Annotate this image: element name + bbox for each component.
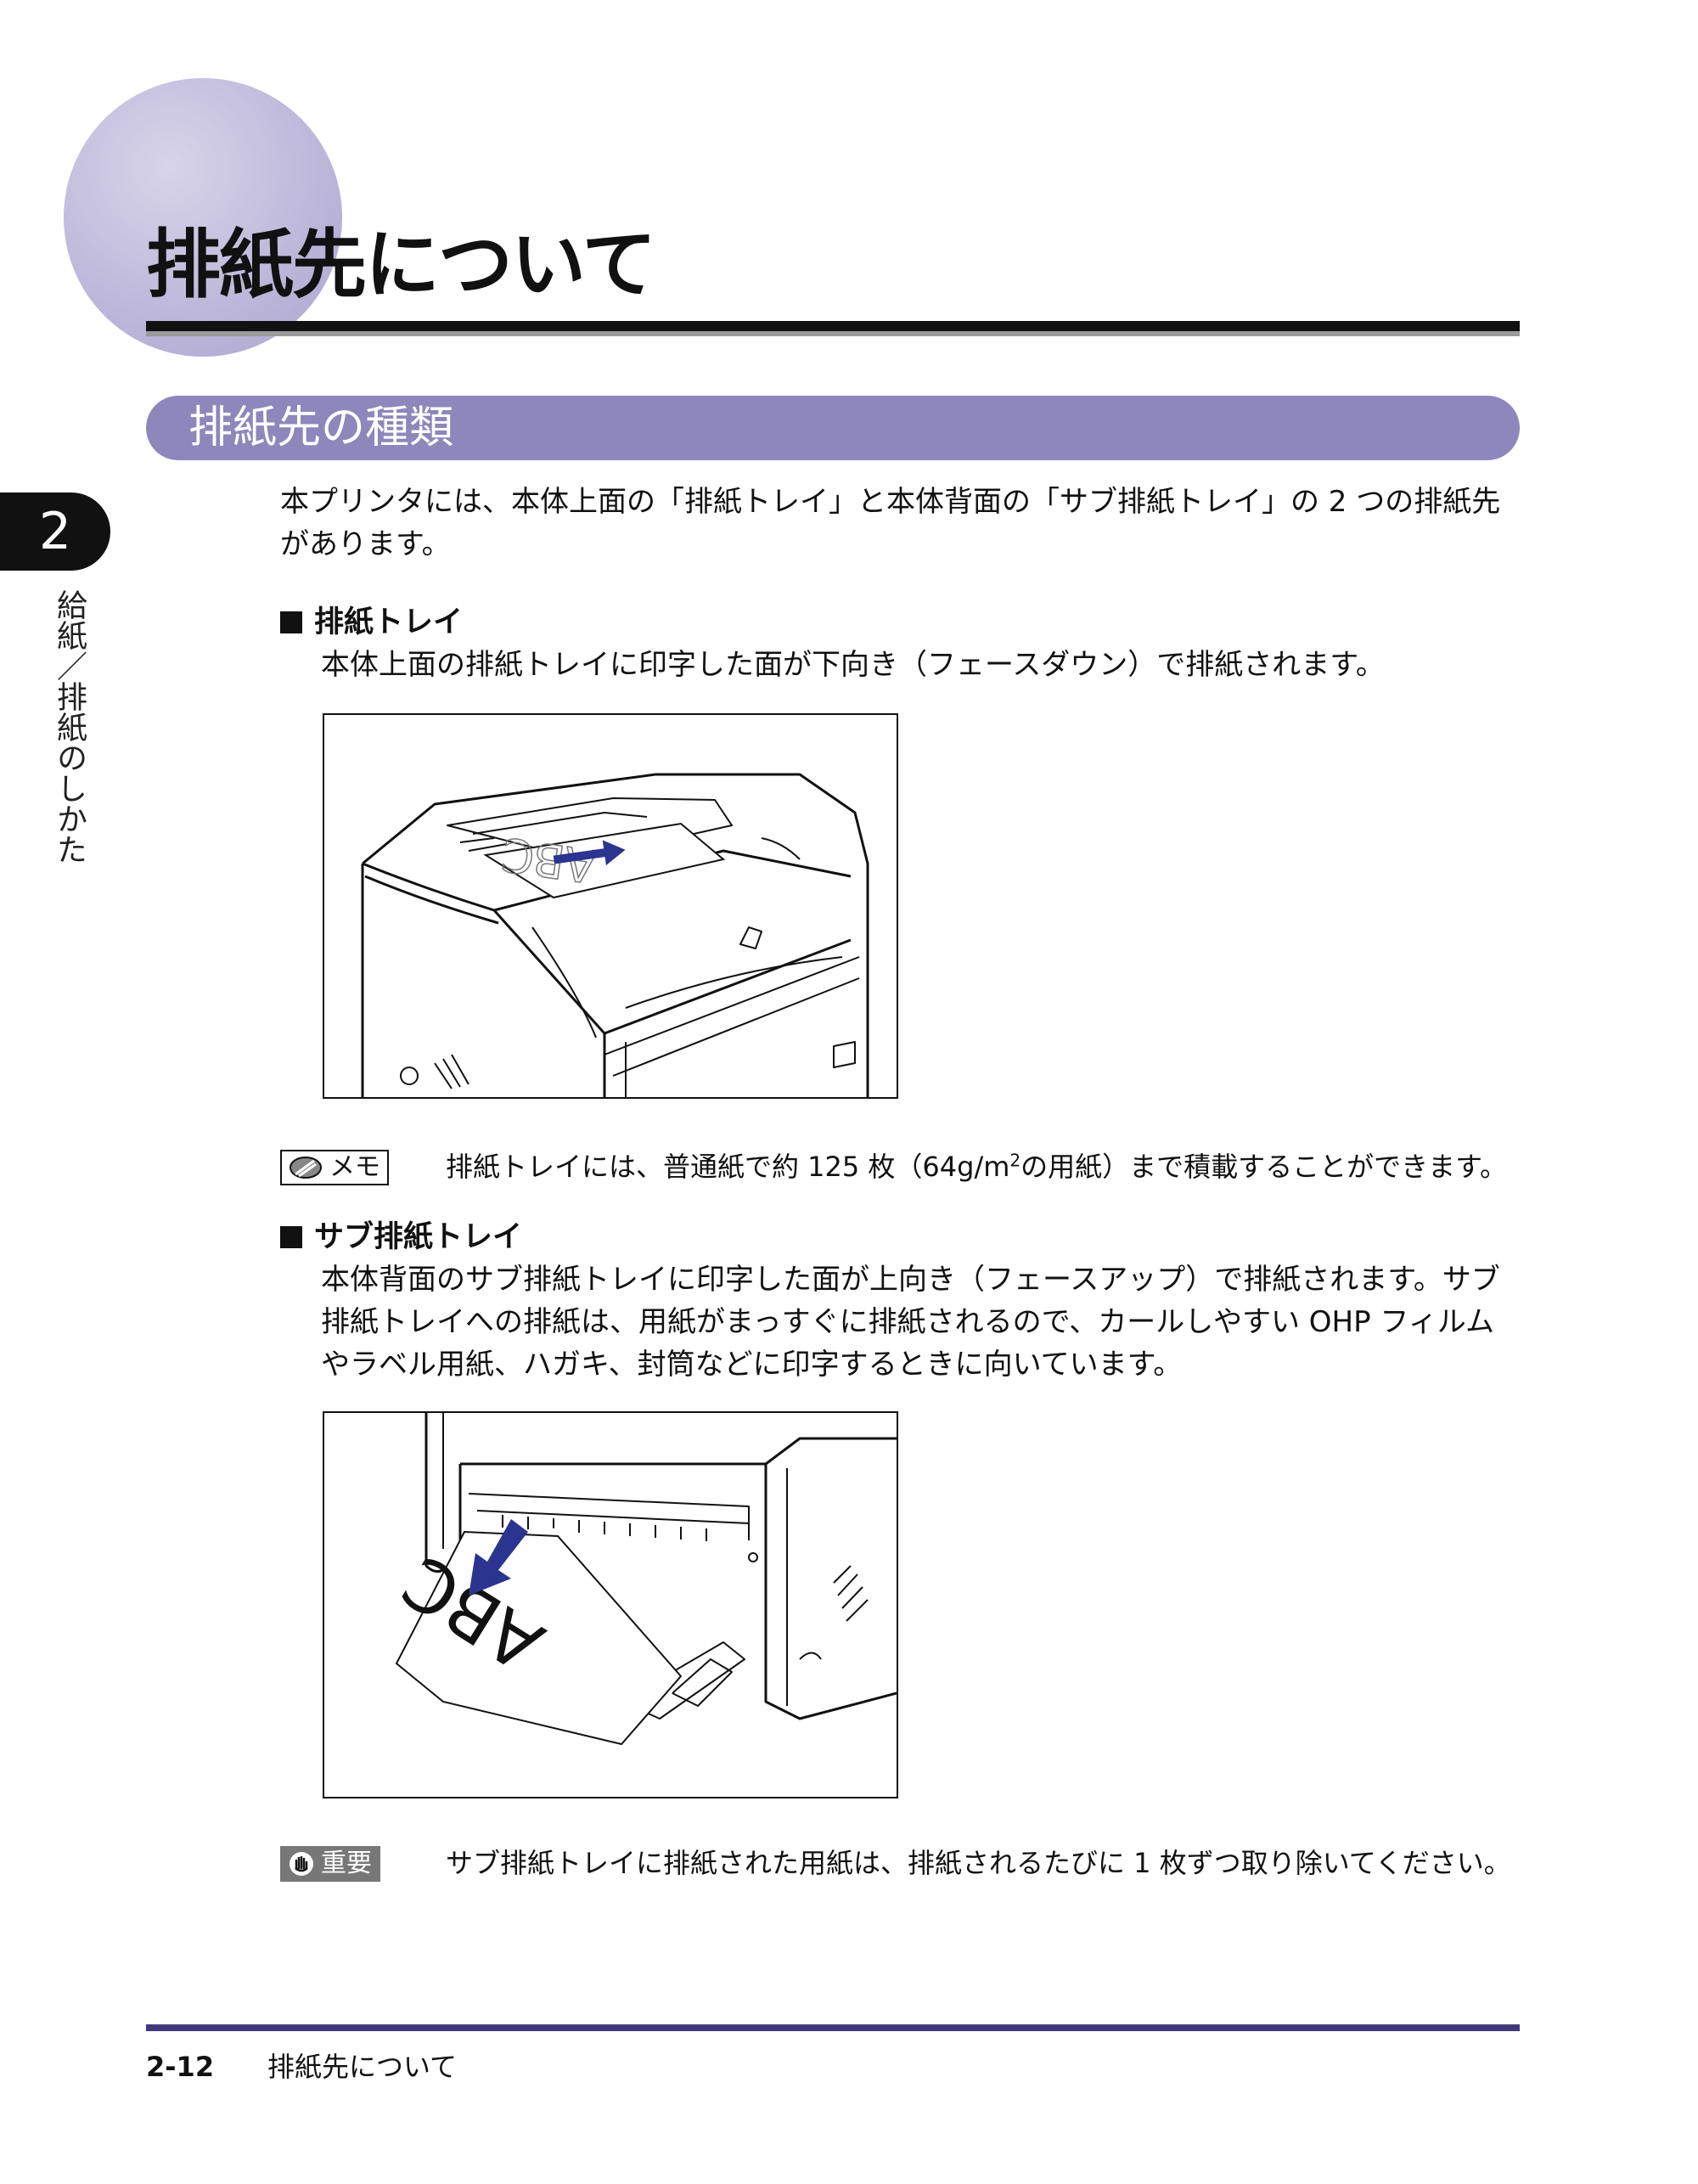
square-bullet-icon bbox=[280, 1226, 302, 1248]
sub-output-tray-heading: サブ排紙トレイ bbox=[280, 1216, 522, 1258]
section-title: 排紙先の種類 bbox=[188, 402, 454, 453]
important-badge-label: 重要 bbox=[321, 1849, 372, 1878]
paper-abc-label: ABC bbox=[498, 827, 599, 893]
section-heading-bar bbox=[146, 396, 1520, 460]
memo-badge-label: メモ bbox=[329, 1152, 380, 1182]
important-badge: 重要 bbox=[280, 1846, 380, 1882]
pencil-icon bbox=[290, 1157, 322, 1179]
title-rule bbox=[146, 321, 1520, 331]
printer-top-illustration: ABC bbox=[361, 773, 869, 1097]
decorative-circle bbox=[64, 78, 342, 357]
chapter-tab bbox=[0, 493, 110, 571]
sub-output-tray-figure: ABC bbox=[323, 1411, 898, 1798]
memo-text-before: 排紙トレイには、普通紙で約 125 枚（64g/m bbox=[446, 1151, 1010, 1183]
sub-output-tray-heading-text: サブ排紙トレイ bbox=[314, 1220, 523, 1254]
output-tray-figure: ABC bbox=[323, 713, 898, 1099]
page-title: 排紙先について bbox=[146, 221, 656, 308]
output-tray-heading-text: 排紙トレイ bbox=[314, 605, 464, 639]
output-tray-description: 本体上面の排紙トレイに印字した面が下向き（フェースダウン）で排紙されます。 bbox=[321, 648, 1385, 682]
memo-text-after: の用紙）まで積載することができます。 bbox=[1020, 1151, 1507, 1183]
important-text: サブ排紙トレイに排紙された用紙は、排紙されるたびに 1 枚ずつ取り除いてください… bbox=[446, 1847, 1511, 1879]
footer-title: 排紙先について bbox=[267, 2051, 458, 2083]
memo-badge: メモ bbox=[280, 1150, 389, 1185]
hand-stop-icon bbox=[290, 1852, 313, 1876]
sub-output-tray-description: 本体背面のサブ排紙トレイに印字した面が上向き（フェースアップ）で排紙されます。サ… bbox=[321, 1263, 1500, 1382]
printer-rear-illustration: ABC bbox=[389, 1413, 897, 1746]
chapter-side-label: 給紙／排紙のしかた bbox=[52, 589, 87, 864]
output-tray-heading: 排紙トレイ bbox=[280, 601, 463, 644]
memo-superscript: 2 bbox=[1009, 1150, 1021, 1171]
chapter-number: 2 bbox=[38, 502, 72, 561]
memo-text: 排紙トレイには、普通紙で約 125 枚（64g/m2の用紙）まで積載することがで… bbox=[446, 1148, 1507, 1185]
square-bullet-icon bbox=[280, 611, 302, 633]
title-rule-shadow bbox=[146, 331, 1520, 336]
footer-rule bbox=[146, 2024, 1520, 2031]
intro-paragraph: 本プリンタには、本体上面の「排紙トレイ」と本体背面の「サブ排紙トレイ」の 2 つ… bbox=[280, 485, 1501, 561]
page-number: 2-12 bbox=[146, 2051, 215, 2083]
